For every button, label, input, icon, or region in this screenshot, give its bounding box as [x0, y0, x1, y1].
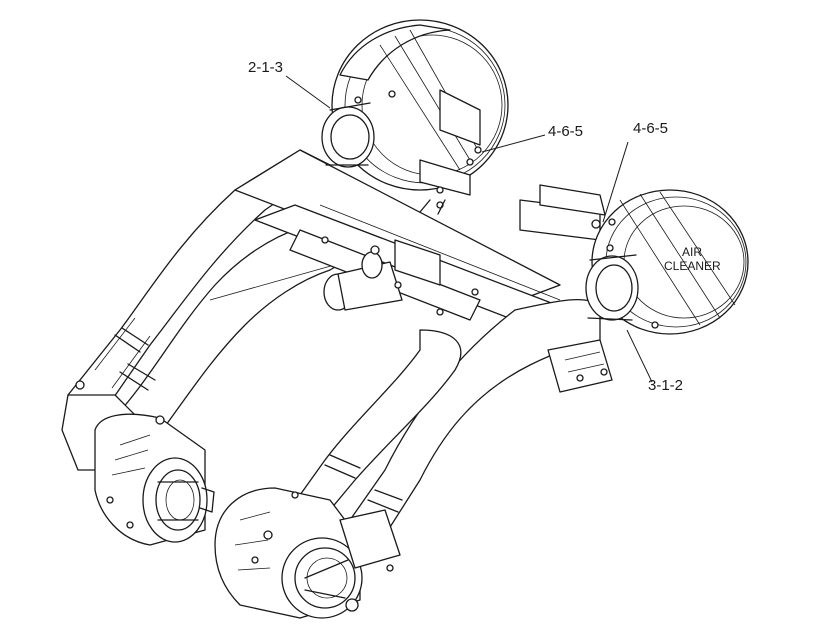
callout-4-6-5-left: 4-6-5	[548, 123, 583, 140]
air-cleaner-right	[519, 184, 749, 335]
turbocharger-left	[61, 380, 215, 546]
intake-duct-assembly	[67, 149, 613, 536]
turbocharger-center	[214, 487, 401, 619]
air-cleaner-label-line1: AIR	[682, 245, 702, 259]
callout-3-1-2: 3-1-2	[648, 377, 683, 394]
air-cleaner-upper	[321, 19, 509, 215]
callout-leaders	[285, 75, 653, 383]
callout-4-6-5-right: 4-6-5	[633, 120, 668, 137]
air-cleaner-label-line2: CLEANER	[664, 259, 721, 273]
callout-2-1-3: 2-1-3	[248, 59, 283, 76]
